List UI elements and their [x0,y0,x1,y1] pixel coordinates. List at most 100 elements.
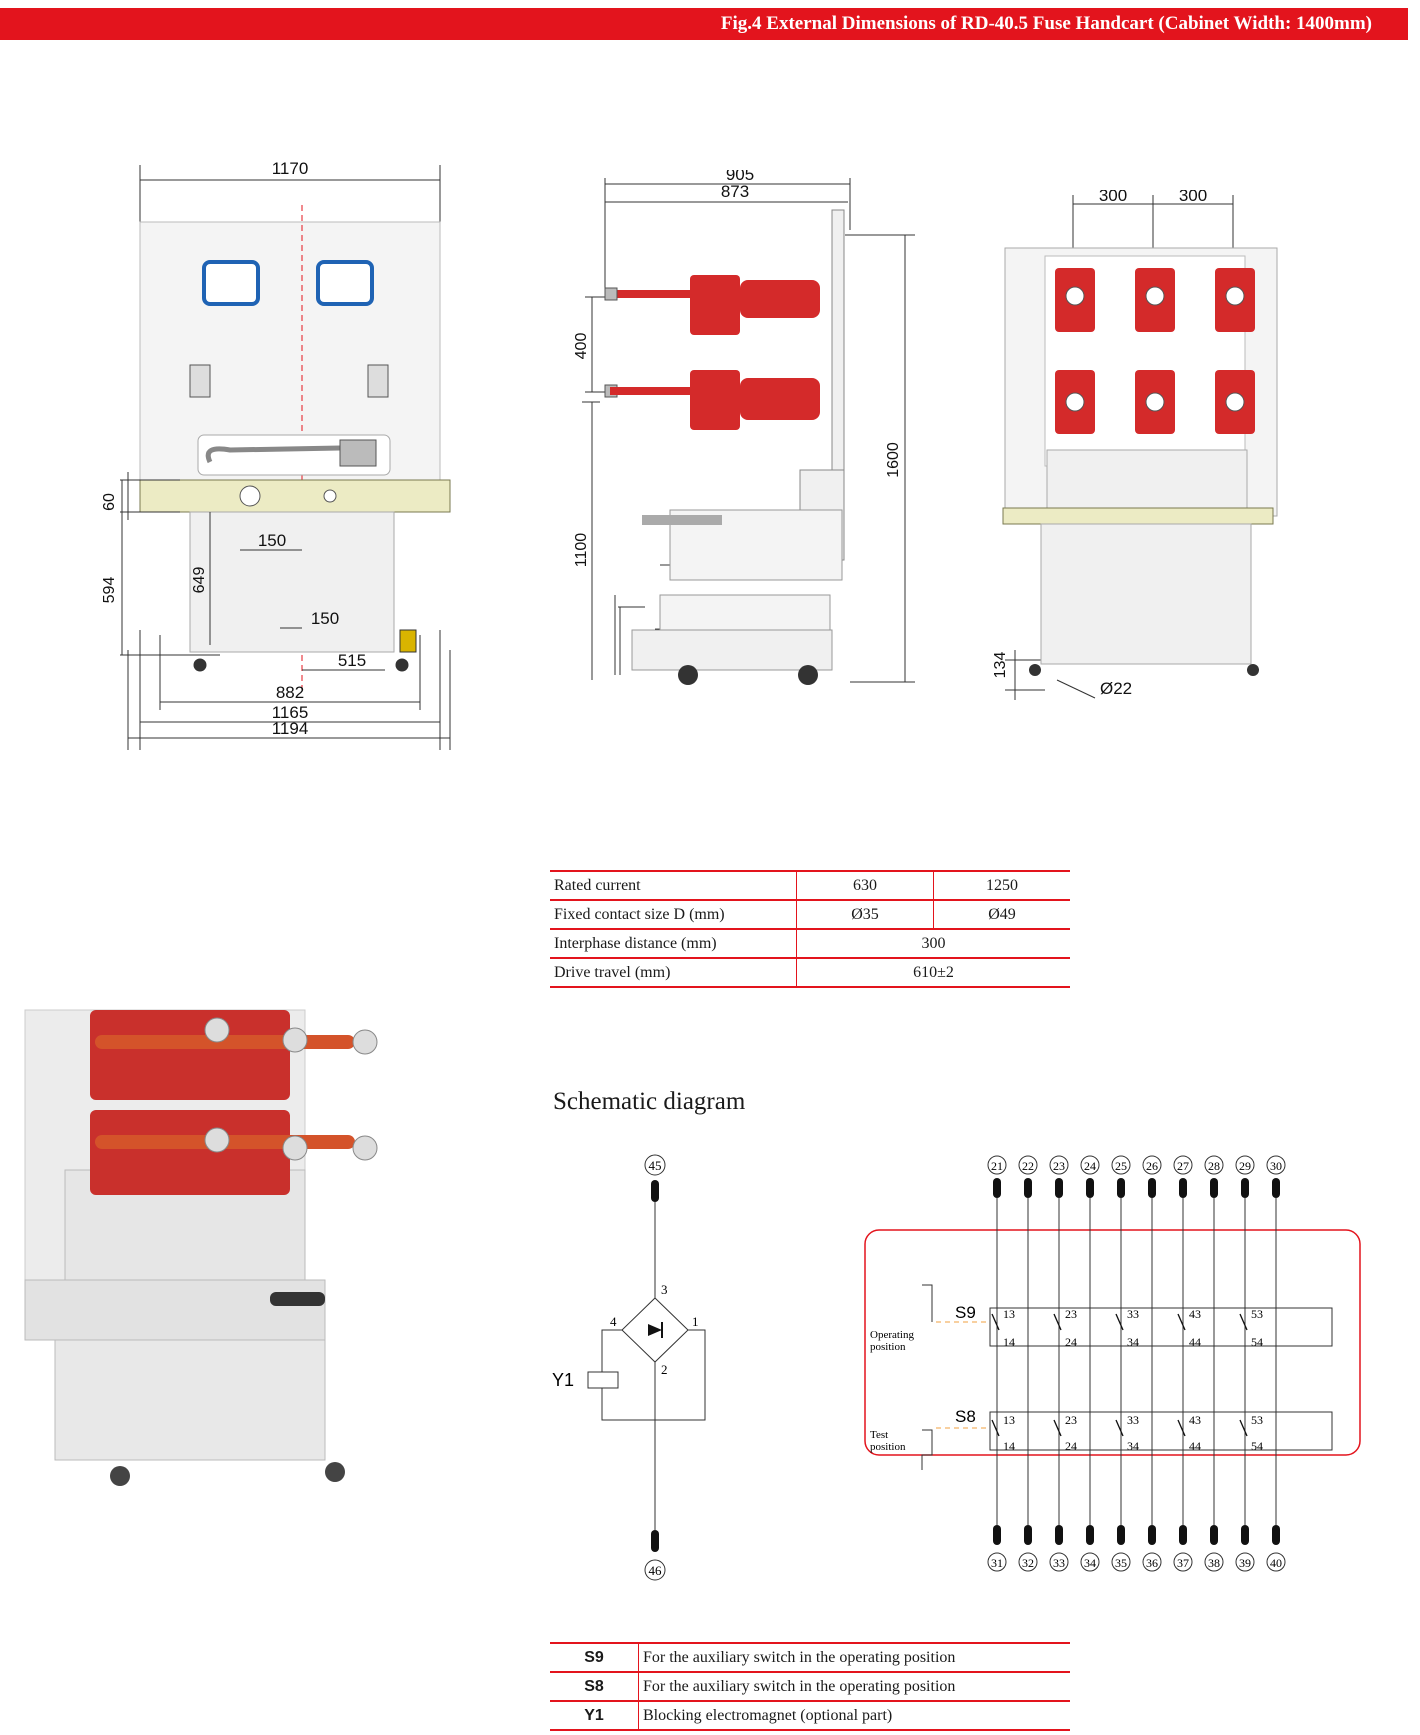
header-bar: Fig.4 External Dimensions of RD-40.5 Fus… [0,8,1408,40]
contact-top-label: 23 [1065,1413,1077,1427]
operating-position-line2: position [870,1341,906,1353]
dim-60: 60 [101,493,118,511]
contact-top-label: 53 [1251,1413,1263,1427]
terminal-top-label: 24 [1084,1159,1096,1173]
front-view-drawing: 1170 60 594 649 150 150 515 882 1165 119… [101,159,451,750]
terminal-top-label: 27 [1177,1159,1189,1173]
dim-150a: 150 [258,531,286,550]
contact-top-label: 43 [1189,1413,1201,1427]
contact-top-label: 13 [1003,1413,1015,1427]
contact-top-label: 33 [1127,1307,1139,1321]
table-row: Drive travel (mm) 610±2 [550,958,1070,988]
contact-top-label: 23 [1065,1307,1077,1321]
terminal-top-label: 25 [1115,1159,1127,1173]
table-row: S9 For the auxiliary switch in the opera… [550,1642,1070,1673]
dim-1100: 1100 [573,533,590,568]
bridge-pin-3: 3 [661,1282,668,1297]
dim-882: 882 [276,683,304,702]
legend-code: Y1 [550,1701,639,1731]
spec-value: 1250 [933,870,1070,901]
terminal-bottom-label: 40 [1270,1556,1282,1570]
spec-table: Rated current 630 1250 Fixed contact siz… [550,870,1070,988]
legend-code: S8 [550,1672,639,1702]
operating-position-line1: Operating [870,1329,914,1341]
switch-enclosure [864,1229,1361,1456]
dim-width: 1170 [272,159,309,178]
dim-300a: 300 [1099,190,1127,205]
dim-134: 134 [992,652,1009,679]
test-position-line1: Test [870,1429,888,1441]
bridge-pin-4: 4 [610,1314,617,1329]
y1-label: Y1 [552,1370,574,1390]
terminal-column: 27 37 [1173,1155,1193,1572]
terminal-bottom-label: 35 [1115,1556,1127,1570]
right-window [316,260,374,306]
terminal-top-label: 28 [1208,1159,1220,1173]
figure-title: Fig.4 External Dimensions of RD-40.5 Fus… [720,13,1372,34]
s8-label: S8 [955,1407,976,1426]
terminal-top-label: 26 [1146,1159,1158,1173]
dim-400: 400 [573,333,590,360]
dim-594: 594 [101,577,118,604]
table-row: Y1 Blocking electromagnet (optional part… [550,1701,1070,1731]
contact-bottom-label: 44 [1189,1439,1201,1453]
terminal-top-label: 22 [1022,1159,1034,1173]
dim-905: 905 [726,170,754,184]
terminal-top-label: 30 [1270,1159,1282,1173]
legend-text: For the auxiliary switch in the operatin… [638,1672,1070,1702]
right-handle [367,364,389,398]
spec-value: 610±2 [796,958,1070,988]
handcart-photo [24,1009,378,1486]
contact-bottom-label: 44 [1189,1335,1201,1349]
terminal-bottom-label: 39 [1239,1556,1251,1570]
contact-top-label: 43 [1189,1307,1201,1321]
left-window [202,260,260,306]
spec-label: Drive travel (mm) [550,958,797,988]
rear-view-drawing: 300 300 134 Ø22 [992,190,1278,700]
bridge-pin-2: 2 [661,1362,668,1377]
left-handle [189,364,211,398]
table-row: Fixed contact size D (mm) Ø35 Ø49 [550,900,1070,930]
s8-s9-circuit: S9 S8 Operating position Test position 2… [864,1155,1361,1572]
legend-text: Blocking electromagnet (optional part) [638,1701,1070,1731]
contact-bottom-label: 24 [1065,1439,1077,1453]
spec-value: Ø49 [933,900,1070,930]
contact-top-label: 13 [1003,1307,1015,1321]
bridge-pin-1: 1 [692,1314,699,1329]
legend-table: S9 For the auxiliary switch in the opera… [550,1642,1070,1731]
contact-top-label: 33 [1127,1413,1139,1427]
table-row: Rated current 630 1250 [550,870,1070,901]
terminal-bottom-label: 38 [1208,1556,1220,1570]
terminal-column: 26 36 [1142,1155,1162,1572]
test-position-line2: position [870,1441,906,1453]
y1-circuit: 45 3 2 1 4 Y1 46 [552,1154,706,1581]
table-row: Interphase distance (mm) 300 [550,929,1070,959]
terminal-column: 30 40 [1266,1155,1286,1572]
contact-bottom-label: 34 [1127,1335,1139,1349]
terminal-top-label: 21 [991,1159,1003,1173]
terminal-column: 21 31 [987,1155,1007,1572]
dim-300b: 300 [1179,190,1207,205]
terminal-bottom-label: 36 [1146,1556,1158,1570]
terminal-46: 46 [649,1563,663,1578]
spec-label: Interphase distance (mm) [550,929,797,959]
dim-22: Ø22 [1100,679,1132,698]
s9-label: S9 [955,1303,976,1322]
terminal-column: 24 34 [1080,1155,1100,1572]
contact-bottom-label: 14 [1003,1439,1015,1453]
terminal-bottom-label: 31 [991,1556,1003,1570]
terminal-bottom-label: 34 [1084,1556,1096,1570]
legend-code: S9 [550,1642,639,1673]
terminal-bottom-label: 37 [1177,1556,1189,1570]
schematic-title: Schematic diagram [553,1088,746,1115]
dim-150b: 150 [311,609,339,628]
table-row: S8 For the auxiliary switch in the opera… [550,1672,1070,1702]
contact-top-label: 53 [1251,1307,1263,1321]
spec-value: 300 [796,929,1070,959]
spec-label: Fixed contact size D (mm) [550,900,797,930]
terminal-column: 25 35 [1111,1155,1131,1572]
legend-text: For the auxiliary switch in the operatin… [638,1642,1070,1673]
